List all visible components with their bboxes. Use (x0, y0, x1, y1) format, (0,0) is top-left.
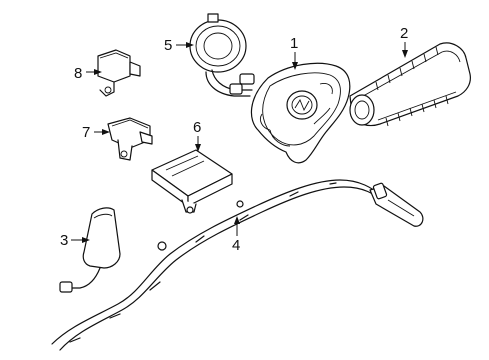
part-1-driver-airbag (250, 62, 351, 164)
part-4-curtain-airbag (51, 179, 424, 351)
callout-label-6: 6 (193, 119, 201, 136)
part-5-clock-spring (189, 13, 255, 97)
callout-7: 7 (82, 124, 110, 141)
callout-3: 3 (60, 232, 90, 249)
part-6-control-unit (151, 149, 233, 214)
callout-label-2: 2 (400, 25, 408, 42)
part-7-sensor (107, 117, 153, 161)
part-3-side-airbag-module (59, 207, 121, 293)
callout-label-1: 1 (290, 35, 298, 52)
callout-8: 8 (74, 65, 102, 82)
callout-6: 6 (193, 119, 201, 152)
callout-2: 2 (400, 25, 408, 58)
callout-label-7: 7 (82, 124, 90, 141)
callout-5: 5 (164, 37, 194, 54)
callout-4: 4 (232, 216, 240, 254)
callout-label-3: 3 (60, 232, 68, 249)
part-8-sensor (97, 49, 141, 97)
callout-label-4: 4 (232, 237, 240, 254)
part-2-passenger-airbag (349, 42, 471, 127)
callout-label-5: 5 (164, 37, 172, 54)
callout-label-8: 8 (74, 65, 82, 82)
callout-1: 1 (290, 35, 298, 70)
